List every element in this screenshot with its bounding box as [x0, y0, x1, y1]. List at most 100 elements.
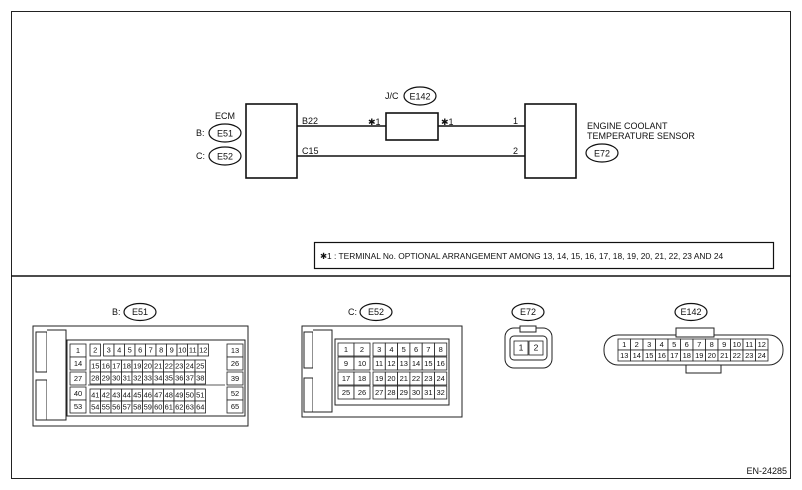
- e52-pin-5: 5: [402, 345, 406, 354]
- e52-pin-3: 3: [377, 345, 381, 354]
- e52-pin-13: 13: [400, 359, 408, 368]
- e52-pin-4: 4: [389, 345, 393, 354]
- e51-pin-26: 26: [231, 359, 239, 368]
- ecm-box: [245, 103, 298, 179]
- e142-pin-22: 22: [733, 351, 741, 360]
- e51-pin-37: 37: [186, 374, 194, 383]
- e52-pin-10: 10: [358, 359, 366, 368]
- e51-pin-39: 39: [231, 374, 239, 383]
- e142-pin-4: 4: [660, 340, 664, 349]
- e52-pin-19: 19: [375, 374, 383, 383]
- e51-pin-40: 40: [74, 389, 82, 398]
- e51-pin-45: 45: [133, 391, 141, 400]
- ecm-conn-c-id: E52: [217, 152, 233, 162]
- sensor-title-line2: TEMPERATURE SENSOR: [587, 131, 695, 141]
- e51-pin-21: 21: [154, 362, 162, 371]
- e51-pin-60: 60: [154, 403, 162, 412]
- e51-pin-8: 8: [159, 346, 163, 355]
- e52-pin-24-cell: [434, 371, 448, 386]
- e52-pin-7: 7: [426, 345, 430, 354]
- ecm-conn-b-id: E51: [217, 129, 233, 139]
- e51-pin-16: 16: [102, 362, 110, 371]
- e51-pin-56: 56: [112, 403, 120, 412]
- e51-pin-2: 2: [93, 346, 97, 355]
- e51-pin-23: 23: [175, 362, 183, 371]
- e51-pin-6: 6: [138, 346, 142, 355]
- e52-pin-26-cell: [353, 385, 371, 400]
- e51-pin-26-cell: [226, 356, 244, 371]
- e51-pin-9: 9: [170, 346, 174, 355]
- e51-pin-43: 43: [112, 391, 120, 400]
- jc-left-mark: ✱1: [368, 117, 381, 127]
- e51-side-rail: [47, 329, 67, 421]
- e72-pin-1: 1: [519, 343, 524, 353]
- e52-pin-23: 23: [424, 374, 432, 383]
- e52-pin-11: 11: [375, 359, 383, 368]
- e52-pin-1: 1: [344, 345, 348, 354]
- e51-pin-53-cell: [69, 399, 87, 414]
- e142-pin-15: 15: [645, 351, 653, 360]
- e52-pin-14: 14: [412, 359, 420, 368]
- e142-pin-5: 5: [672, 340, 676, 349]
- e142-pin-14: 14: [633, 351, 641, 360]
- e51-pin-13: 13: [231, 346, 239, 355]
- sensor-conn-oval: [585, 143, 619, 163]
- e51-pin-49: 49: [175, 391, 183, 400]
- e51-pin-58: 58: [133, 403, 141, 412]
- e51-id: E51: [132, 307, 148, 317]
- e51-pin-27: 27: [74, 374, 82, 383]
- e72-pin-1-cell: [513, 340, 529, 356]
- e51-pin-15: 15: [91, 362, 99, 371]
- e51-pin-61: 61: [165, 403, 173, 412]
- note-frame: [313, 241, 775, 270]
- e51-pin-46: 46: [144, 391, 152, 400]
- e52-pin-17: 17: [342, 374, 350, 383]
- e51-pin-7: 7: [149, 346, 153, 355]
- e142-pin-24: 24: [758, 351, 766, 360]
- ecm-title: ECM: [215, 111, 235, 121]
- e51-pin-62: 62: [175, 403, 183, 412]
- e51-pin-47: 47: [154, 391, 162, 400]
- e51-pin-28: 28: [91, 374, 99, 383]
- e51-pin-36: 36: [175, 374, 183, 383]
- e52-pin-26: 26: [358, 388, 366, 397]
- e52-prefix: C:: [348, 307, 357, 317]
- e52-pin-2-cell: [353, 342, 371, 357]
- e52-pin-16-cell: [434, 356, 448, 371]
- e52-side-rail: [313, 329, 333, 413]
- ecm-conn-b-prefix: B:: [196, 128, 205, 138]
- e72-latch: [519, 325, 537, 333]
- e51-pin-1: 1: [76, 346, 80, 355]
- jc-title: J/C: [385, 91, 399, 101]
- ecm-conn-c-oval: [208, 146, 242, 166]
- sensor-title-line1: ENGINE COOLANT: [587, 121, 668, 131]
- e51-pin-64-cell: [194, 400, 206, 414]
- e51-pin-41: 41: [91, 391, 99, 400]
- e52-pin-10-cell: [353, 356, 371, 371]
- e51-pin-54: 54: [91, 403, 99, 412]
- e52-pin-20: 20: [387, 374, 395, 383]
- jc-block: J/C E142 ✱1 ✱1: [368, 86, 454, 141]
- e142-pin-19: 19: [695, 351, 703, 360]
- e52-pin-29: 29: [400, 388, 408, 397]
- e51-pin-22: 22: [165, 362, 173, 371]
- e51-pin-18: 18: [123, 362, 131, 371]
- e52-pin-2: 2: [360, 345, 364, 354]
- ecm-pin-top-label: B22: [302, 116, 318, 126]
- e142-pin-2: 2: [635, 340, 639, 349]
- e51-pin-11: 11: [189, 346, 197, 355]
- e51-pin-44: 44: [123, 391, 131, 400]
- e51-pin-30: 30: [112, 374, 120, 383]
- e142-pin-23: 23: [745, 351, 753, 360]
- e142-pin-24-cell: [755, 349, 769, 362]
- e52-pin-22: 22: [412, 374, 420, 383]
- e51-pin-34: 34: [154, 374, 162, 383]
- ecm-pin-bottom-label: C15: [302, 146, 319, 156]
- e52-pin-16: 16: [436, 359, 444, 368]
- sensor-pin-top-label: 1: [513, 116, 518, 126]
- e142-key: [685, 364, 722, 374]
- note-text: ✱1 : TERMINAL No. OPTIONAL ARRANGEMENT A…: [320, 251, 723, 261]
- wires: B22 C15 1 2: [297, 116, 525, 157]
- diagram-frame: [11, 11, 791, 479]
